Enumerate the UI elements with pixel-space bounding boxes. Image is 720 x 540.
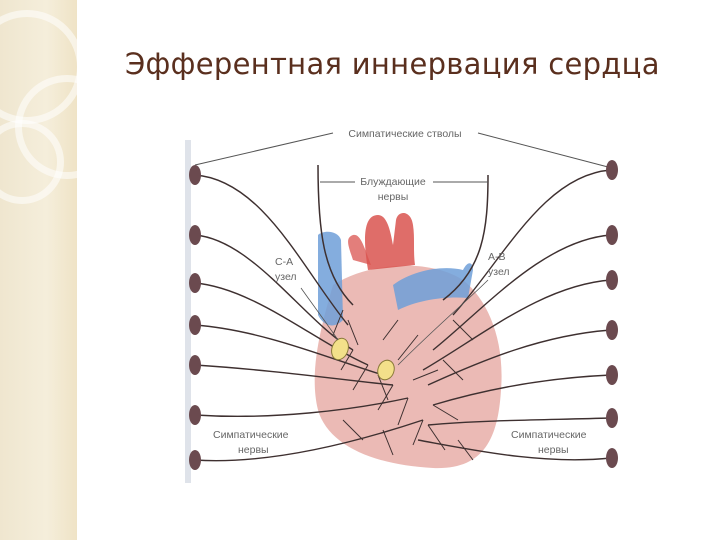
label-vagus-nerves-line1: Блуждающие	[360, 176, 426, 188]
label-sympathetic-nerves-left-line2: нервы	[238, 444, 269, 456]
label-vagus-nerves-line2: нервы	[378, 191, 409, 203]
label-sympathetic-nerves-right-line2: нервы	[538, 444, 569, 456]
av-label-line	[397, 279, 489, 366]
left-sympathetic-nerves	[194, 174, 424, 462]
aorta-vessel	[365, 213, 415, 270]
label-sa-node-line1: С-А	[275, 256, 293, 268]
sa-label-line	[300, 287, 339, 341]
cardiac-nerve-plexus	[332, 309, 474, 461]
vena-cava-vessel	[318, 231, 343, 326]
label-sympathetic-trunks: Симпатические стволы	[348, 128, 461, 140]
heart-body	[314, 265, 502, 469]
left-ganglia	[189, 165, 201, 470]
pulmonary-vessel	[348, 234, 371, 265]
pulmonary-veins-vessel	[393, 263, 473, 310]
vagus-nerve-right	[442, 174, 489, 301]
slide-title: Эфферентная иннервация сердца	[125, 47, 660, 81]
sa-node	[331, 337, 349, 361]
sympathetic-trunk-line-left	[194, 132, 334, 166]
right-ganglia	[606, 160, 618, 468]
label-av-node-line1: А-В	[488, 251, 506, 263]
vagus-nerve-left	[317, 164, 354, 306]
av-node	[377, 359, 395, 381]
left-trunk-bar	[185, 140, 191, 483]
decorative-circle	[0, 120, 64, 204]
label-sympathetic-nerves-right-line1: Симпатические	[511, 429, 587, 441]
label-sa-node-line2: узел	[275, 271, 297, 283]
decorative-side-band	[0, 0, 119, 540]
label-sympathetic-nerves-left-line1: Симпатические	[213, 429, 289, 441]
sympathetic-trunk-line-right	[477, 132, 609, 168]
label-av-node-line2: узел	[488, 266, 510, 278]
heart-innervation-diagram: Симпатические стволы Блуждающие нервы С-…	[183, 120, 643, 490]
right-sympathetic-nerves	[417, 169, 612, 461]
